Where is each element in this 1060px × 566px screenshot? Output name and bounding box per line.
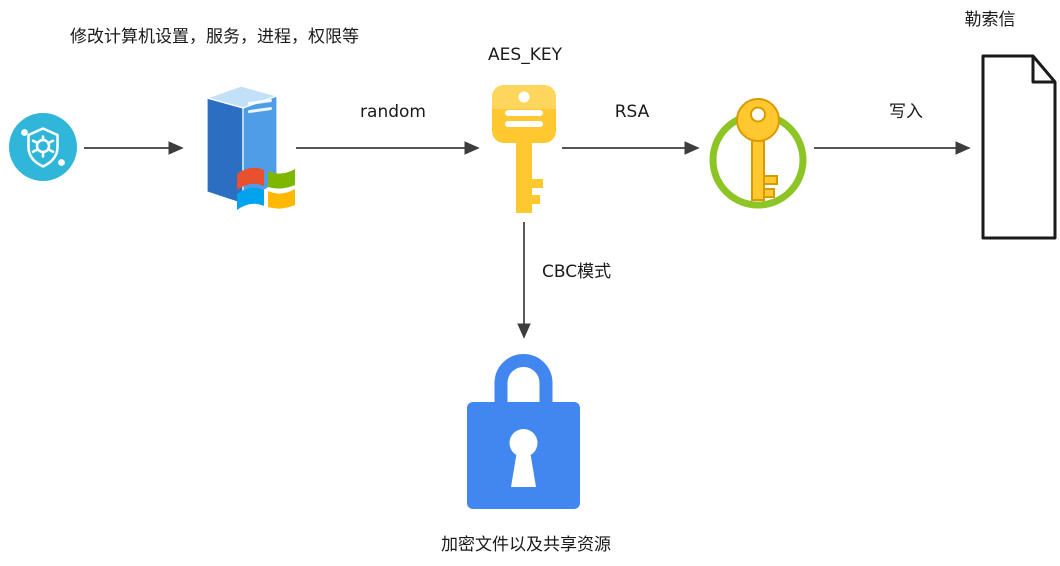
ransom-note-caption: 勒索信 bbox=[964, 10, 1016, 30]
edge-label-rsa: RSA bbox=[614, 102, 650, 122]
windows-logo-icon bbox=[237, 167, 295, 210]
encrypted-files-caption: 加密文件以及共享资源 bbox=[441, 535, 611, 555]
edge-label-cbc-mode: CBC模式 bbox=[542, 262, 612, 282]
edge-label-write: 写入 bbox=[889, 102, 923, 122]
malware-caption: 修改计算机设置，服务，进程，权限等 bbox=[70, 27, 359, 47]
aes-key-caption: AES_KEY bbox=[488, 45, 562, 65]
ransom-note-document-icon bbox=[980, 53, 1058, 245]
rsa-key-in-ring-icon bbox=[707, 88, 809, 224]
malware-virus-icon bbox=[8, 112, 78, 186]
edge-label-random: random bbox=[360, 102, 426, 122]
windows-server-icon bbox=[193, 82, 298, 220]
encrypted-files-lock-icon bbox=[466, 347, 581, 517]
aes-key-icon bbox=[489, 83, 559, 219]
